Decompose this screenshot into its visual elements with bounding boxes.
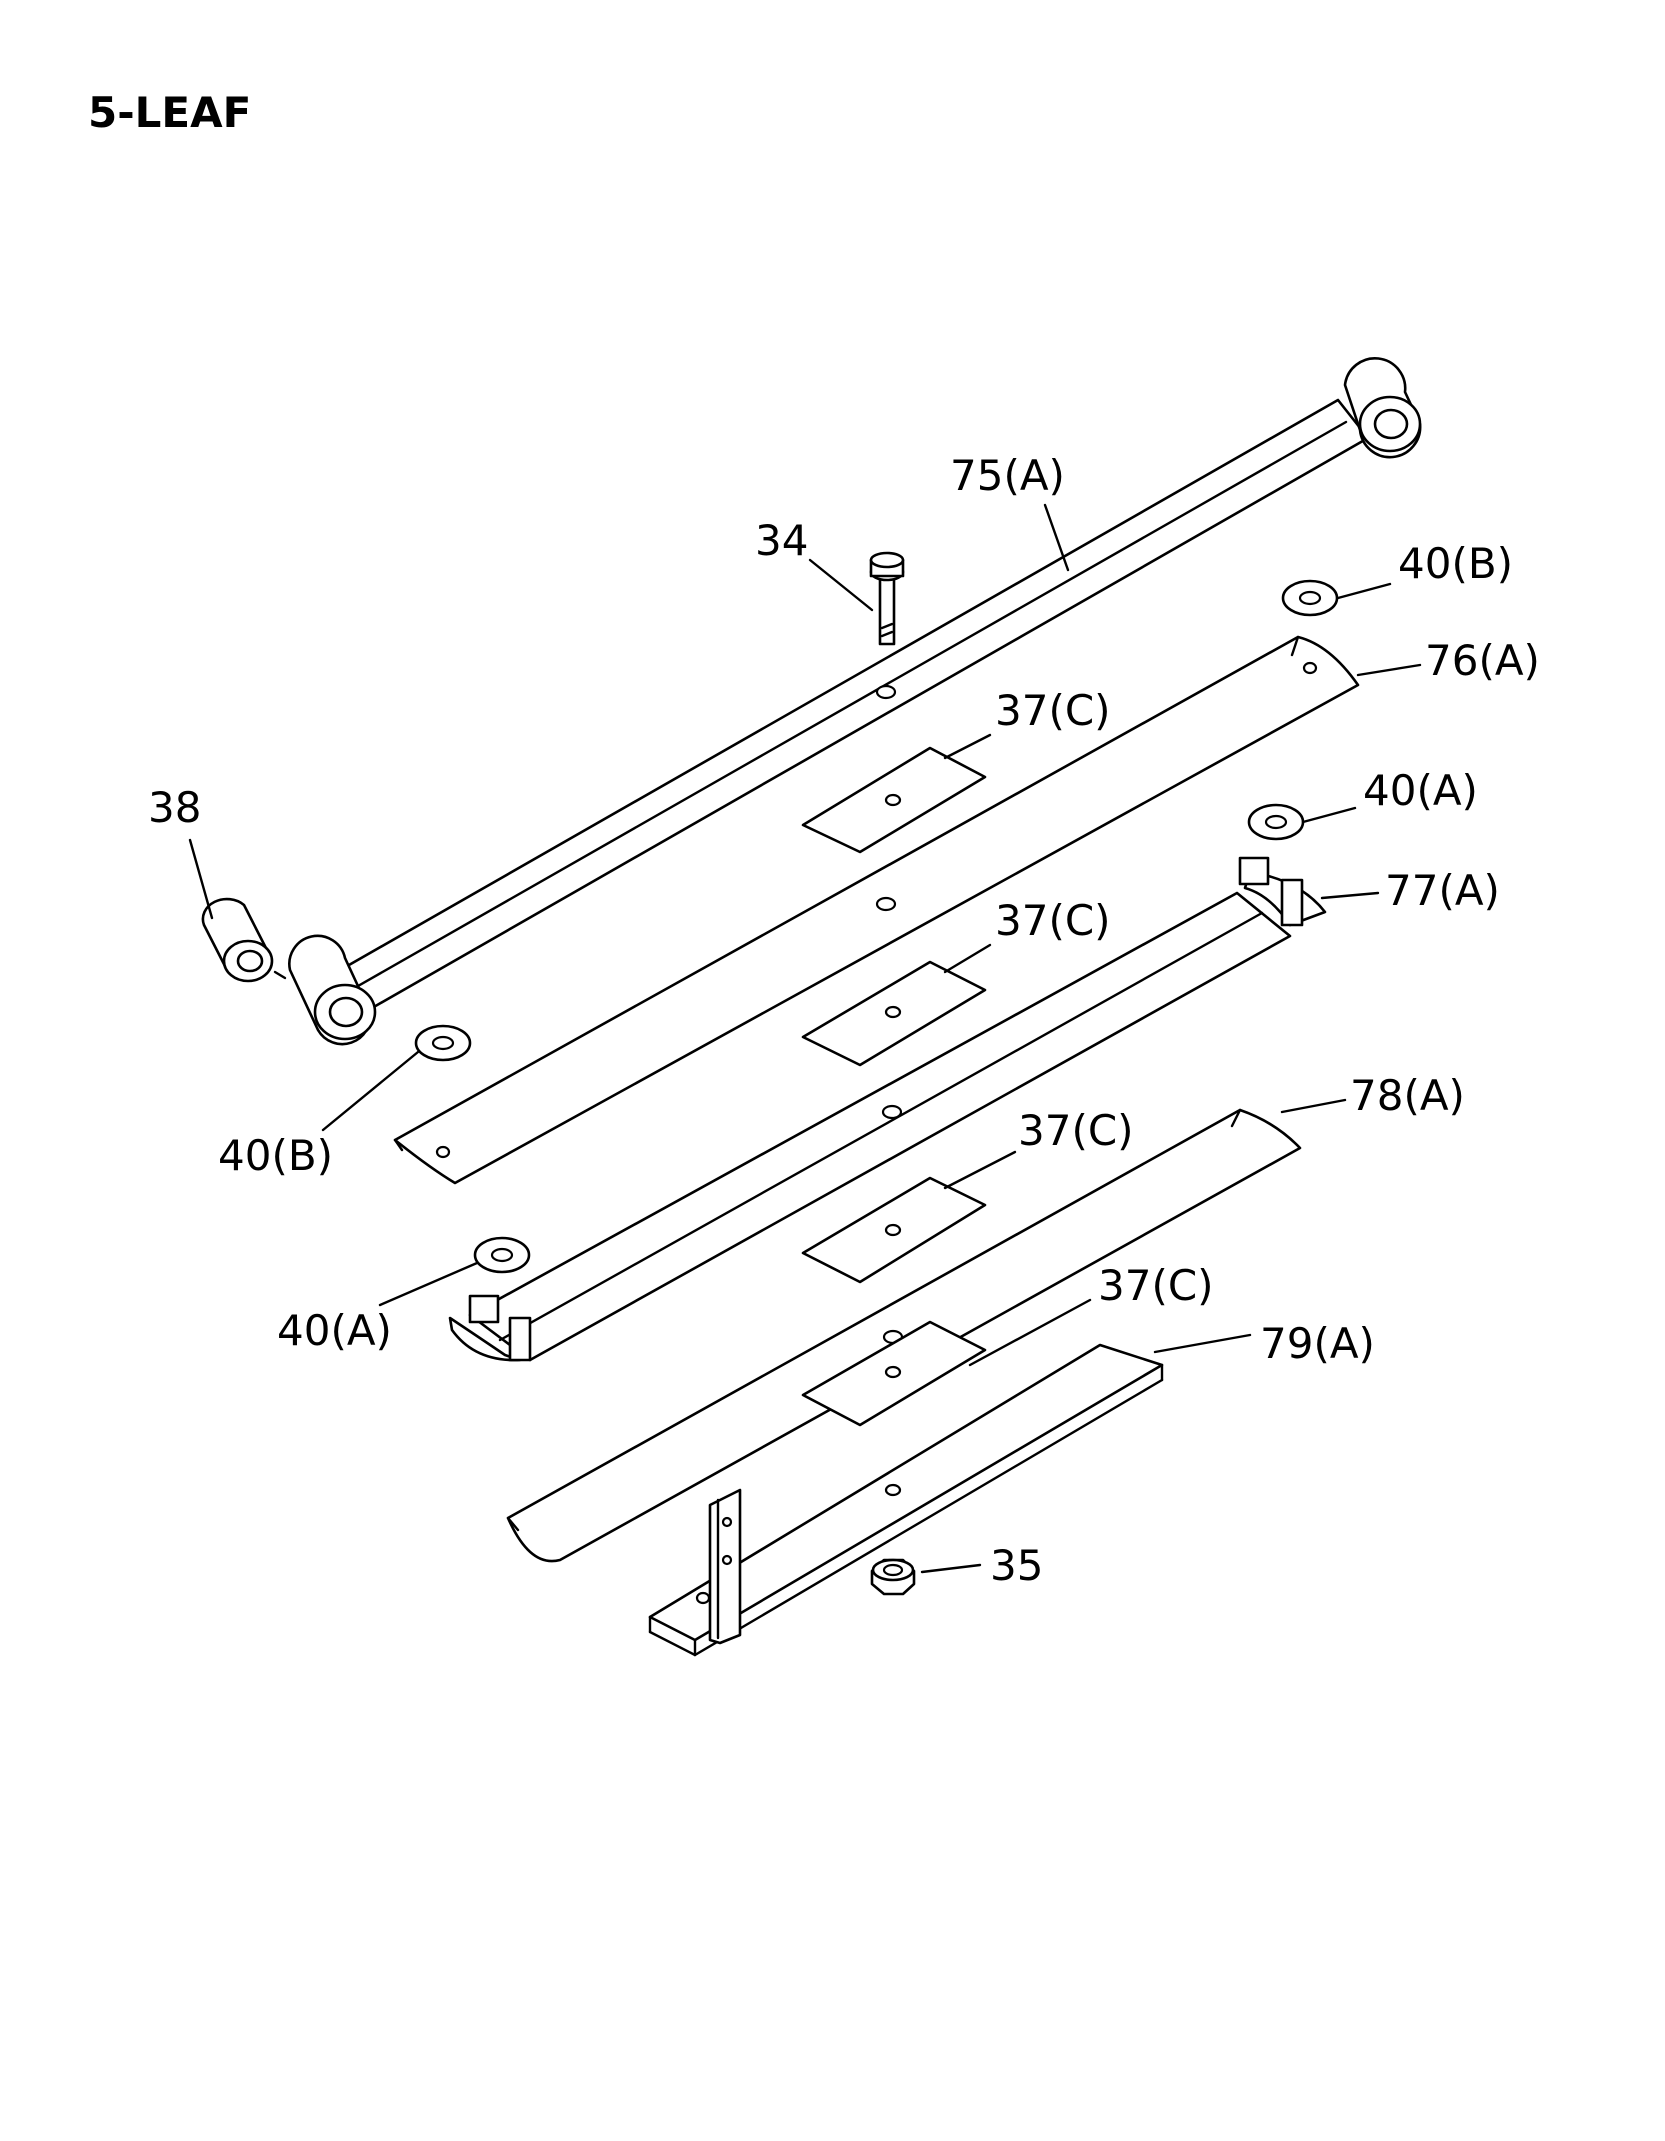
- callout-76a: 76(A): [1425, 636, 1540, 685]
- pad-37c-4: [801, 1320, 987, 1427]
- bushing-38: [201, 897, 274, 983]
- callout-75a: 75(A): [950, 451, 1065, 500]
- callout-38: 38: [148, 783, 201, 832]
- bushing-38-dash: [273, 970, 287, 980]
- callout-34: 34: [755, 516, 808, 565]
- center-bolt-34: [869, 551, 905, 646]
- pad-37c-1: [801, 746, 987, 854]
- callout-37c-3: 37(C): [1018, 1106, 1134, 1155]
- callout-78a: 78(A): [1350, 1071, 1465, 1120]
- callout-79a: 79(A): [1260, 1319, 1375, 1368]
- leaf-76a: [393, 635, 1360, 1185]
- callout-37c-4: 37(C): [1098, 1261, 1214, 1310]
- leaf-75a: [288, 357, 1422, 1046]
- pad-37c-3: [801, 1176, 987, 1284]
- callout-35: 35: [990, 1541, 1043, 1590]
- washer-40b-top: [1281, 579, 1339, 617]
- leaf-79a: [648, 1343, 1164, 1657]
- leaf-79a-clamp: [708, 1488, 742, 1645]
- washer-40b-left: [414, 1024, 472, 1062]
- callout-40b-left: 40(B): [218, 1131, 333, 1180]
- washer-40a-top: [1247, 803, 1305, 841]
- page-title: 5-LEAF: [88, 88, 252, 137]
- washer-40a-left: [473, 1236, 531, 1274]
- callout-37c-2: 37(C): [995, 896, 1111, 945]
- leaf-77a-right-clip: [1238, 856, 1327, 927]
- pad-37c-2: [801, 960, 987, 1067]
- leader-lines: [188, 503, 1422, 1574]
- leaf-75a-right-eye: [1343, 357, 1422, 459]
- leaf-75a-left-eye: [288, 934, 377, 1046]
- leaf-77a-left-clip: [448, 1294, 532, 1362]
- callout-37c-1: 37(C): [995, 686, 1111, 735]
- callout-77a: 77(A): [1385, 866, 1500, 915]
- callout-40b-top: 40(B): [1398, 539, 1513, 588]
- nut-35: [870, 1558, 916, 1596]
- leaf-77a: [448, 856, 1327, 1362]
- callout-labels: 75(A) 34 40(B) 76(A) 37(C) 38 40(A) 77(A…: [148, 451, 1540, 1590]
- callout-40a-top: 40(A): [1363, 766, 1478, 815]
- callout-40a-left: 40(A): [277, 1306, 392, 1355]
